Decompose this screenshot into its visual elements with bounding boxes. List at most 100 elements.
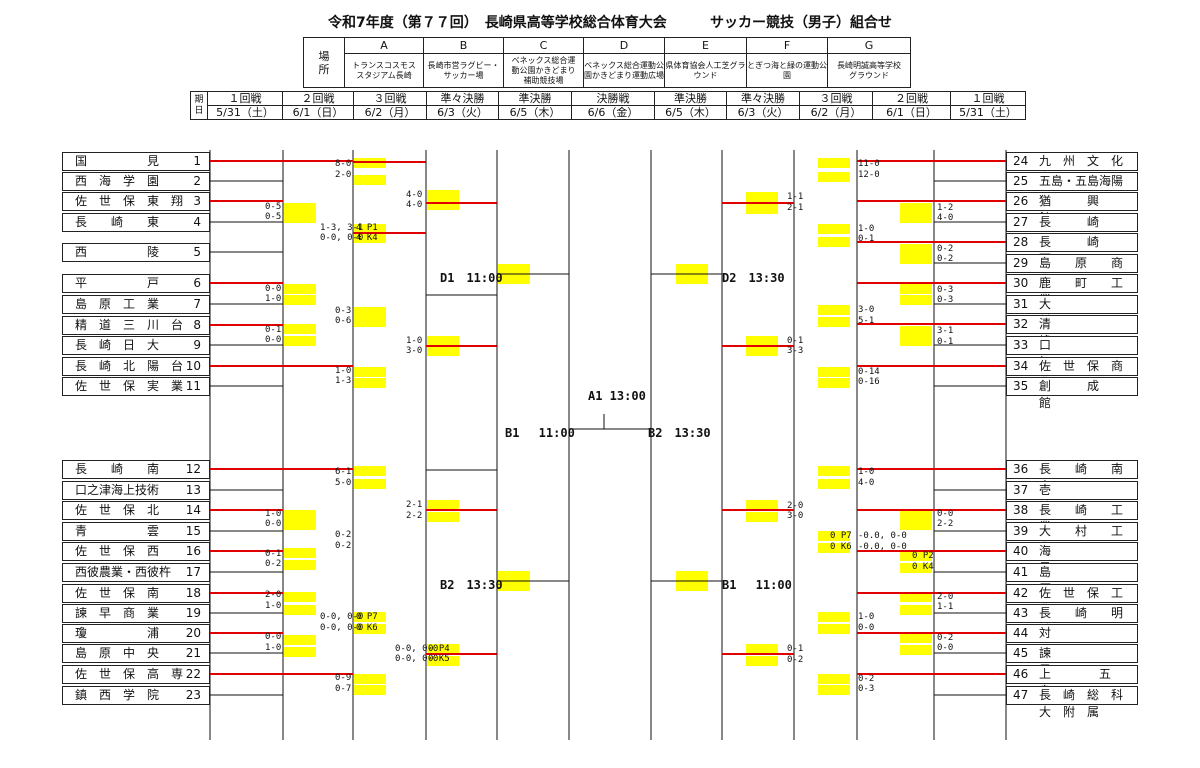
team-name: 長 崎 西 xyxy=(1039,235,1135,266)
team-number: 16 xyxy=(185,544,201,558)
semifinal-left-label: B1 11:00 xyxy=(505,426,575,440)
team-number: 9 xyxy=(193,338,201,352)
match-score: 0-1 xyxy=(937,337,954,347)
match-score: 8-0 xyxy=(335,159,352,169)
match-score: 0-3 xyxy=(937,295,954,305)
score-highlight xyxy=(746,644,778,654)
score-highlight xyxy=(818,685,850,695)
score-highlight xyxy=(284,560,316,570)
match-score: 0-1 xyxy=(265,549,282,559)
match-score: 1-1 xyxy=(937,602,954,612)
team-number: 21 xyxy=(185,646,201,660)
score-highlight xyxy=(818,674,850,684)
match-score: 1-0 xyxy=(265,294,282,304)
score-highlight xyxy=(427,644,459,654)
team-number: 37 xyxy=(1013,483,1029,497)
match-score: 11-0 xyxy=(858,159,880,169)
match-score: 2-0 xyxy=(265,590,282,600)
score-highlight xyxy=(354,674,386,684)
score-highlight xyxy=(900,605,932,615)
match-score: 2-0 xyxy=(335,170,352,180)
team-slot: 27長 崎 北 xyxy=(1006,213,1138,246)
team-slot: 24九 州 文 化 学 園 xyxy=(1006,152,1138,185)
match-score: 0-2 xyxy=(265,559,282,569)
event-title: サッカー競技（男子）組合せ xyxy=(710,15,892,31)
score-highlight xyxy=(900,295,932,305)
team-number: 5 xyxy=(193,245,201,259)
penalty-result: 4 K4 xyxy=(356,233,378,243)
qf-right-bottom-label: B1 11:00 xyxy=(722,578,792,592)
score-highlight xyxy=(354,233,386,243)
team-slot: 口之津海上技術 13 xyxy=(62,481,210,500)
match-score: 2-1 xyxy=(787,203,804,213)
round-date: 6/5（木） xyxy=(498,105,572,120)
team-number: 31 xyxy=(1013,297,1029,311)
score-highlight xyxy=(427,656,459,666)
score-highlight xyxy=(818,531,850,541)
team-number: 3 xyxy=(193,194,201,208)
match-score: 0-0, 0-0 xyxy=(395,654,439,664)
team-number: 39 xyxy=(1013,524,1029,538)
team-slot: 45諫 早 xyxy=(1006,644,1138,677)
team-number: 35 xyxy=(1013,379,1029,393)
match-score: 5-0 xyxy=(335,478,352,488)
match-score: 0-2 xyxy=(335,530,352,540)
score-highlight xyxy=(900,551,932,561)
team-name: 長 崎 日 大 xyxy=(75,338,160,352)
score-highlight xyxy=(284,324,316,334)
team-number: 17 xyxy=(185,565,201,579)
match-score: 0-3 xyxy=(937,285,954,295)
match-score: 0-7 xyxy=(335,684,352,694)
venue-name: トランスコスモス スタジアム長崎 xyxy=(344,53,424,88)
team-number: 25 xyxy=(1013,174,1029,188)
team-number: 36 xyxy=(1013,462,1029,476)
score-highlight xyxy=(284,635,316,645)
team-name: 佐 世 保 実 業 xyxy=(75,379,184,393)
match-score: 2-0 xyxy=(787,501,804,511)
match-score: 0-0, 0-0 xyxy=(320,623,364,633)
match-score: 0-0, 0-0 xyxy=(320,612,364,622)
score-highlight xyxy=(818,158,850,168)
score-highlight xyxy=(676,571,708,581)
venue-name: ベネックス総合運動公 園かきどまり運動広場 xyxy=(583,53,665,88)
match-score: 0-1 xyxy=(858,234,875,244)
match-score: 4-0 xyxy=(937,213,954,223)
team-slot: 43長 崎 明 誠 xyxy=(1006,604,1147,637)
score-highlight xyxy=(818,172,850,182)
match-score: 1-0 xyxy=(406,336,423,346)
score-highlight xyxy=(676,264,708,274)
team-number: 13 xyxy=(185,483,201,497)
team-slot: 46上 五 島 xyxy=(1006,665,1147,698)
team-number: 14 xyxy=(185,503,201,517)
match-score: 1-0 xyxy=(265,643,282,653)
round-date: 6/3（火） xyxy=(426,105,499,120)
score-highlight xyxy=(900,510,932,520)
match-score: 1-2 xyxy=(937,203,954,213)
score-highlight xyxy=(818,367,850,377)
round-date: 6/5（木） xyxy=(654,105,727,120)
team-number: 24 xyxy=(1013,154,1029,168)
score-highlight xyxy=(818,479,850,489)
match-score: 0-5 xyxy=(265,212,282,222)
team-name: 口之津海上技術 xyxy=(75,483,160,497)
score-highlight xyxy=(498,581,530,591)
team-slot: 26猶 興 館 xyxy=(1006,192,1138,225)
venue-name: 県体育協会人工芝グラ ウンド xyxy=(664,53,747,88)
penalty-result: 0 K6 xyxy=(830,542,852,552)
team-name: 佐 世 保 西 xyxy=(75,544,160,558)
round-date: 6/2（月） xyxy=(799,105,873,120)
team-number: 1 xyxy=(193,154,201,168)
match-score: 0-3 xyxy=(335,306,352,316)
team-name: 佐 世 保 高 専 xyxy=(75,667,184,681)
match-score: 3-0 xyxy=(406,346,423,356)
team-name: 島 原 工 業 xyxy=(75,297,160,311)
team-number: 15 xyxy=(185,524,201,538)
